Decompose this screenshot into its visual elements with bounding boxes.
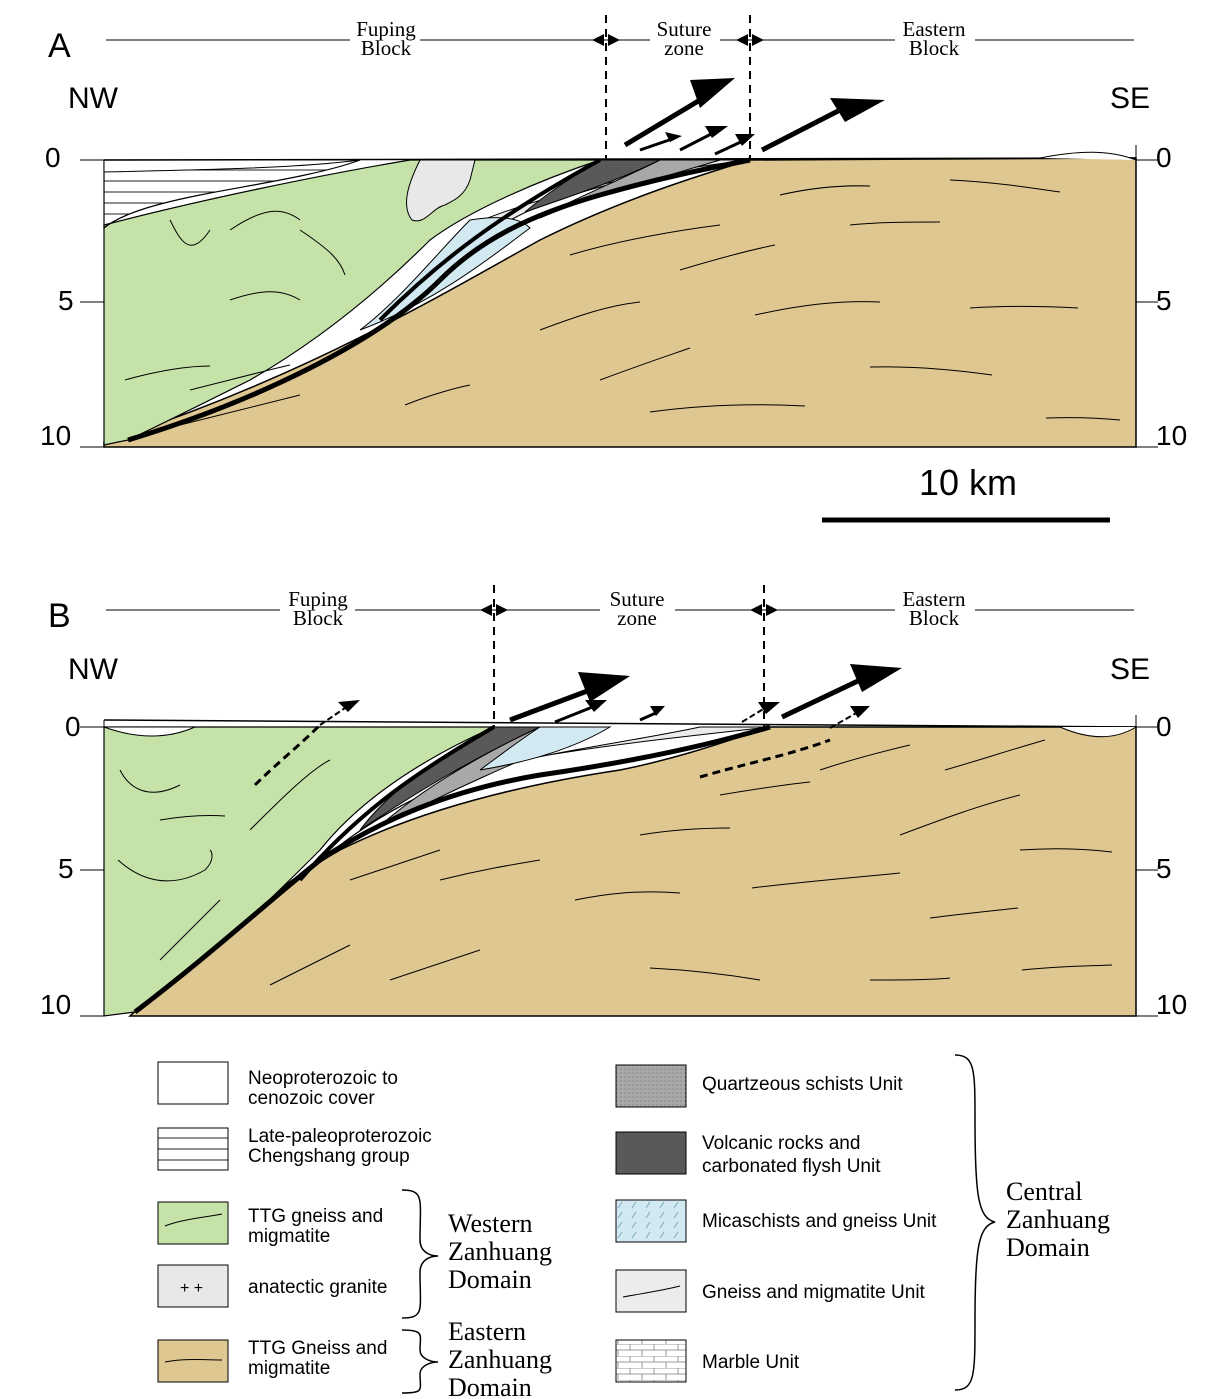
- legend-label-anatectic-granite: anatectic granite: [248, 1277, 387, 1298]
- legend-label-gneiss-migmatite-unit: Gneiss and migmatite Unit: [702, 1282, 926, 1303]
- panel-b-zone-middle-line1: Suture: [610, 587, 665, 611]
- panel-a-depth-axis: 0 5 10 0 5 10: [40, 142, 1187, 451]
- legend-swatch-western-ttg: [157, 1201, 229, 1245]
- panel-a-depth-0-right: 0: [1156, 142, 1172, 173]
- central-domain-line2: Zanhuang: [1006, 1205, 1110, 1234]
- panel-b-dashed-fault-right: [699, 738, 831, 779]
- panel-b-depth-0-right: 0: [1156, 711, 1172, 742]
- panel-a-surface: [103, 157, 1137, 161]
- panel-a-zone-left-line1: Fuping: [356, 17, 416, 41]
- panel-b-surface: [103, 719, 1137, 728]
- legend-swatch-volcanic-flysh: [615, 1131, 687, 1175]
- panel-a-zone-right-line1: Eastern: [903, 17, 966, 41]
- legend-label-micaschist: Micaschists and gneiss Unit: [702, 1211, 937, 1232]
- legend-swatch-cover: [157, 1061, 229, 1105]
- panel-b-dashed-fault-left: [253, 723, 322, 787]
- panel-b-depth-10-right: 10: [1156, 989, 1187, 1020]
- legend-swatch-gneiss-migmatite-unit: [615, 1269, 687, 1313]
- panel-a-depth-5-right: 5: [1156, 285, 1172, 316]
- panel-a-depth-10-right: 10: [1156, 420, 1187, 451]
- panel-b-letter: B: [48, 597, 71, 635]
- panel-a-main-thrust: [127, 157, 751, 443]
- legend-label-eastern-ttg-2: migmatite: [248, 1358, 330, 1379]
- panel-a-zone-right-line2: Block: [909, 36, 960, 60]
- panel-a-se-label: SE: [1110, 82, 1150, 115]
- western-domain-line3: Domain: [448, 1265, 532, 1294]
- panel-b-zone-middle-line2: zone: [617, 606, 657, 630]
- panel-a: A Fuping Block Suture zone Eastern Block…: [40, 15, 1187, 523]
- eastern-domain-line2: Zanhuang: [448, 1345, 552, 1374]
- panel-b: B Fuping Block Suture zone Eastern Block…: [40, 585, 1187, 1020]
- panel-b-zone-left-line1: Fuping: [288, 587, 348, 611]
- panel-b-cover-right: [1059, 726, 1137, 738]
- legend-swatch-anatectic-granite: [157, 1264, 229, 1308]
- central-domain-brace: [954, 1054, 996, 1391]
- panel-a-nw-label: NW: [68, 82, 119, 115]
- legend-label-eastern-ttg-1: TTG Gneiss and: [248, 1338, 387, 1359]
- panel-b-micaschist-unit: [479, 726, 612, 771]
- panel-a-eastern-ttg-gneiss: [103, 157, 1137, 448]
- svg-text:+ +: + +: [180, 1280, 203, 1297]
- legend-label-volcanic-flysh-2: carbonated flysh Unit: [702, 1156, 881, 1177]
- legend-label-quartzeous-schist: Quartzeous schists Unit: [702, 1074, 903, 1095]
- panel-b-depth-axis: 0 5 10 0 5 10: [40, 711, 1187, 1020]
- legend-label-chengshang-2: Chengshang group: [248, 1146, 410, 1167]
- western-domain-brace: [401, 1189, 439, 1319]
- legend-label-volcanic-flysh-1: Volcanic rocks and: [702, 1133, 860, 1154]
- panel-a-chengshang-group: [103, 159, 361, 230]
- panel-a-zone-header: Fuping Block Suture zone Eastern Block: [106, 15, 1134, 160]
- panel-b-upper-thrust: [298, 725, 496, 882]
- panel-b-zone-left-line2: Block: [293, 606, 344, 630]
- panel-a-zone-middle-line1: Suture: [657, 17, 712, 41]
- panel-a-depth-10-left: 10: [40, 420, 71, 451]
- panel-a-cover-left: [103, 159, 361, 173]
- panel-b-depth-0-left: 0: [65, 711, 81, 742]
- panel-b-se-label: SE: [1110, 653, 1150, 686]
- panel-a-zone-middle-line2: zone: [664, 36, 704, 60]
- panel-a-zone-left-line2: Block: [361, 36, 412, 60]
- scale-bar-label: 10 km: [919, 462, 1017, 503]
- legend-label-marble: Marble Unit: [702, 1352, 800, 1373]
- panel-b-zone-header: Fuping Block Suture zone Eastern Block: [106, 585, 1134, 728]
- panel-a-depth-5-left: 5: [58, 285, 74, 316]
- western-domain-line2: Zanhuang: [448, 1237, 552, 1266]
- panel-a-upper-thrust: [378, 158, 601, 322]
- panel-a-anatectic-granite: [406, 159, 476, 222]
- legend-label-chengshang-1: Late-paleoproterozoic: [248, 1126, 432, 1147]
- legend-swatch-chengshang: [157, 1127, 229, 1171]
- legend-label-western-ttg-1: TTG gneiss and: [248, 1206, 383, 1227]
- western-domain-line1: Western: [448, 1209, 533, 1238]
- panel-b-zone-right-line1: Eastern: [903, 587, 966, 611]
- panel-b-cover-left: [103, 726, 196, 737]
- panel-b-depth-5-right: 5: [1156, 853, 1172, 884]
- panel-a-western-ttg-gneiss: [103, 159, 601, 446]
- panel-b-depth-5-left: 5: [58, 853, 74, 884]
- panel-b-nw-label: NW: [68, 653, 119, 686]
- panel-a-thrust-arrows: [623, 78, 885, 156]
- legend-label-western-ttg-2: migmatite: [248, 1226, 330, 1247]
- panel-b-zone-right-line2: Block: [909, 606, 960, 630]
- central-domain-line1: Central: [1006, 1177, 1083, 1206]
- panel-a-cover-right: [1039, 151, 1137, 161]
- legend-label-cover-2: cenozoic cover: [248, 1088, 375, 1109]
- legend: + + Neoproterozoic to cenozoic cover Lat…: [157, 1054, 1110, 1399]
- panel-b-foliation: [117, 739, 1113, 986]
- panel-b-main-thrust: [133, 724, 771, 1014]
- panel-a-foliation: [124, 179, 1121, 426]
- panel-b-thrust-arrows: [319, 664, 902, 729]
- panel-a-letter: A: [48, 27, 71, 65]
- legend-swatch-marble: [615, 1339, 687, 1383]
- panel-a-depth-0-left: 0: [45, 142, 61, 173]
- panel-b-depth-10-left: 10: [40, 989, 71, 1020]
- eastern-domain-line1: Eastern: [448, 1317, 526, 1346]
- eastern-domain-brace: [401, 1329, 439, 1394]
- central-domain-line3: Domain: [1006, 1233, 1090, 1262]
- eastern-domain-line3: Domain: [448, 1373, 532, 1399]
- legend-swatch-quartzeous-schist: [615, 1064, 687, 1108]
- legend-label-cover-1: Neoproterozoic to: [248, 1068, 398, 1089]
